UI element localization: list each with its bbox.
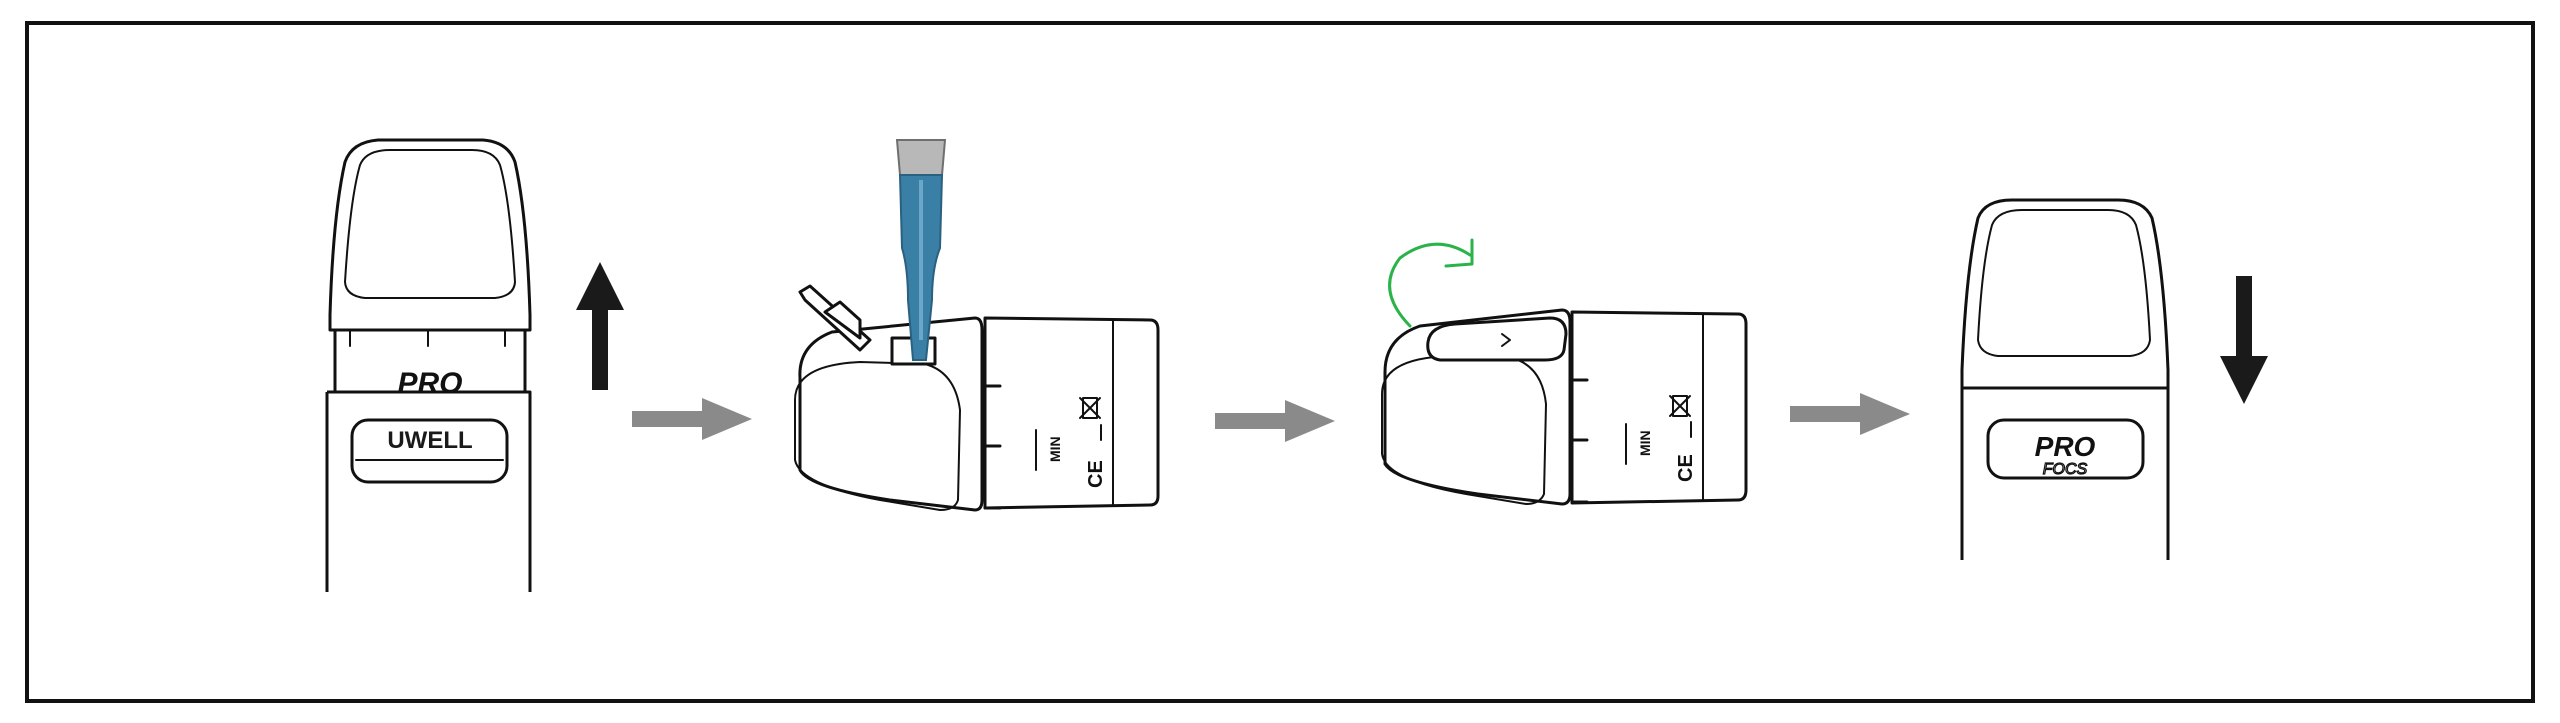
cap-chevron-icon [1501, 333, 1511, 347]
step-arrow-2 [1215, 400, 1335, 442]
step-4-insert-pod: PRO FOCS [1960, 198, 2268, 560]
device-badge [350, 418, 509, 484]
pod-window-step4 [1977, 209, 2151, 357]
pod-rear-body-step3 [1570, 310, 1748, 505]
step-1-remove-pod: PRO UWELL [325, 138, 624, 592]
rotation-arrow-head [1444, 238, 1474, 268]
step-3-close-cap: MIN CE [1381, 238, 1748, 506]
cert-mark-step2: CE [1085, 460, 1107, 488]
step-2-fill-pod: MIN CE [794, 139, 1160, 512]
closed-cap [1426, 316, 1568, 362]
logo-sub: FOCS [2043, 461, 2088, 478]
device-badge-step4 [1986, 418, 2145, 480]
gauge-label-step3: MIN [1637, 430, 1653, 456]
bin-icon [1079, 397, 1102, 441]
step-arrow-1 [632, 398, 752, 440]
pod-body-step4 [1960, 198, 2170, 390]
step-arrow-3 [1790, 393, 1910, 435]
pod-window-step2 [794, 361, 961, 511]
open-cap-flap-2 [823, 300, 862, 340]
cert-mark-step3: CE [1675, 454, 1697, 482]
gauge-label-step2: MIN [1047, 436, 1063, 462]
bottle-cap-top [895, 139, 947, 176]
pod-stem [333, 328, 527, 394]
diagram-frame [25, 21, 2535, 703]
arrow-up-icon [576, 262, 624, 390]
pod-rear-body [983, 316, 1160, 510]
bin-icon-step3 [1669, 395, 1692, 438]
logo-main: PRO [2035, 431, 2096, 462]
device-label: UWELL [387, 427, 472, 454]
rotation-arrow-icon [1388, 242, 1472, 328]
arrow-down-icon [2220, 276, 2268, 404]
pod-body [328, 138, 532, 332]
pod-window [344, 149, 516, 299]
pod-window-step3 [1381, 355, 1547, 505]
